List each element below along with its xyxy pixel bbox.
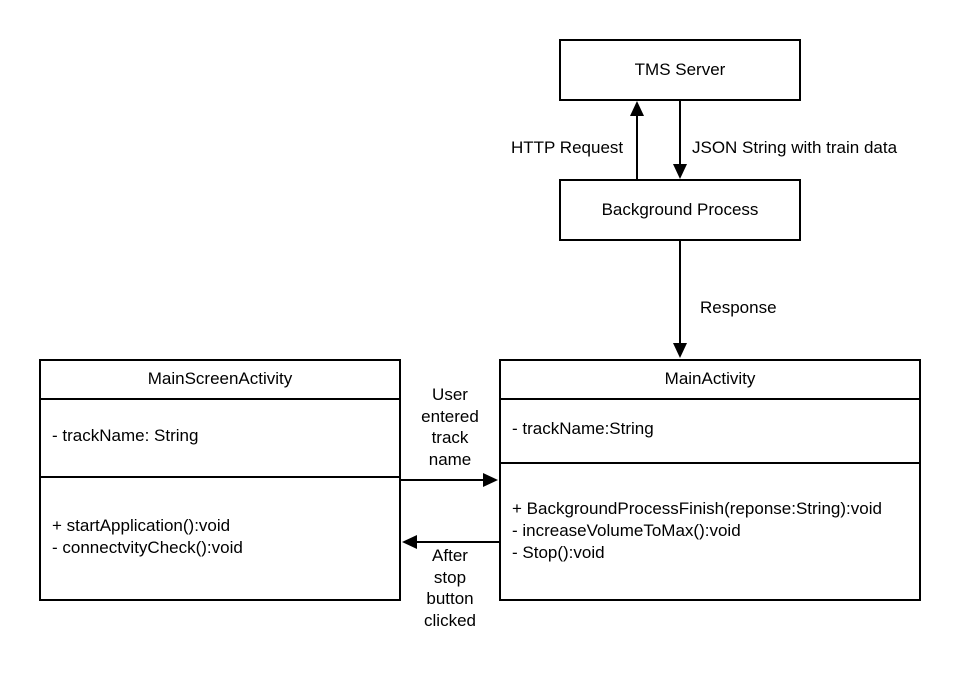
class-divider bbox=[41, 476, 399, 478]
tms-server-node: TMS Server bbox=[559, 39, 801, 101]
user-entered-arrowhead bbox=[483, 473, 498, 487]
user-entered-line: track bbox=[431, 428, 469, 447]
user-entered-line: User bbox=[432, 385, 468, 404]
user-entered-label: User entered track name bbox=[410, 384, 490, 470]
main-activity-method: - increaseVolumeToMax():void bbox=[512, 521, 741, 540]
background-process-node: Background Process bbox=[559, 179, 801, 241]
main-activity-method: - Stop():void bbox=[512, 543, 605, 562]
main-activity-class: MainActivity - trackName:String + Backgr… bbox=[499, 359, 921, 601]
response-arrowhead bbox=[673, 343, 687, 358]
response-label: Response bbox=[700, 298, 777, 317]
json-string-arrowhead bbox=[673, 164, 687, 179]
main-screen-activity-title: MainScreenActivity bbox=[147, 369, 293, 388]
after-stop-arrowhead bbox=[402, 535, 417, 549]
main-screen-activity-class: MainScreenActivity - trackName: String +… bbox=[39, 359, 401, 601]
class-divider bbox=[501, 462, 919, 464]
class-divider bbox=[41, 398, 399, 400]
after-stop-line: After bbox=[432, 546, 468, 565]
after-stop-label: After stop button clicked bbox=[410, 545, 490, 631]
json-string-label: JSON String with train data bbox=[692, 138, 898, 157]
after-stop-line: stop bbox=[433, 567, 467, 587]
http-request-arrowhead bbox=[630, 101, 644, 116]
main-activity-title: MainActivity bbox=[664, 369, 756, 388]
main-activity-attribute: - trackName:String bbox=[512, 419, 654, 438]
user-entered-line: name bbox=[428, 449, 472, 469]
main-screen-activity-method: - connectvityCheck():void bbox=[52, 538, 243, 557]
after-stop-line: button bbox=[426, 589, 474, 608]
http-request-label: HTTP Request bbox=[511, 138, 624, 157]
main-screen-activity-attribute: - trackName: String bbox=[52, 426, 199, 445]
main-screen-activity-method: + startApplication():void bbox=[52, 516, 231, 535]
after-stop-line: clicked bbox=[424, 610, 476, 630]
class-divider bbox=[501, 398, 919, 400]
tms-server-label: TMS Server bbox=[634, 60, 726, 79]
user-entered-line: entered bbox=[421, 406, 479, 426]
background-process-label: Background Process bbox=[601, 200, 759, 219]
main-activity-method: + BackgroundProcessFinish(reponse:String… bbox=[512, 499, 882, 518]
